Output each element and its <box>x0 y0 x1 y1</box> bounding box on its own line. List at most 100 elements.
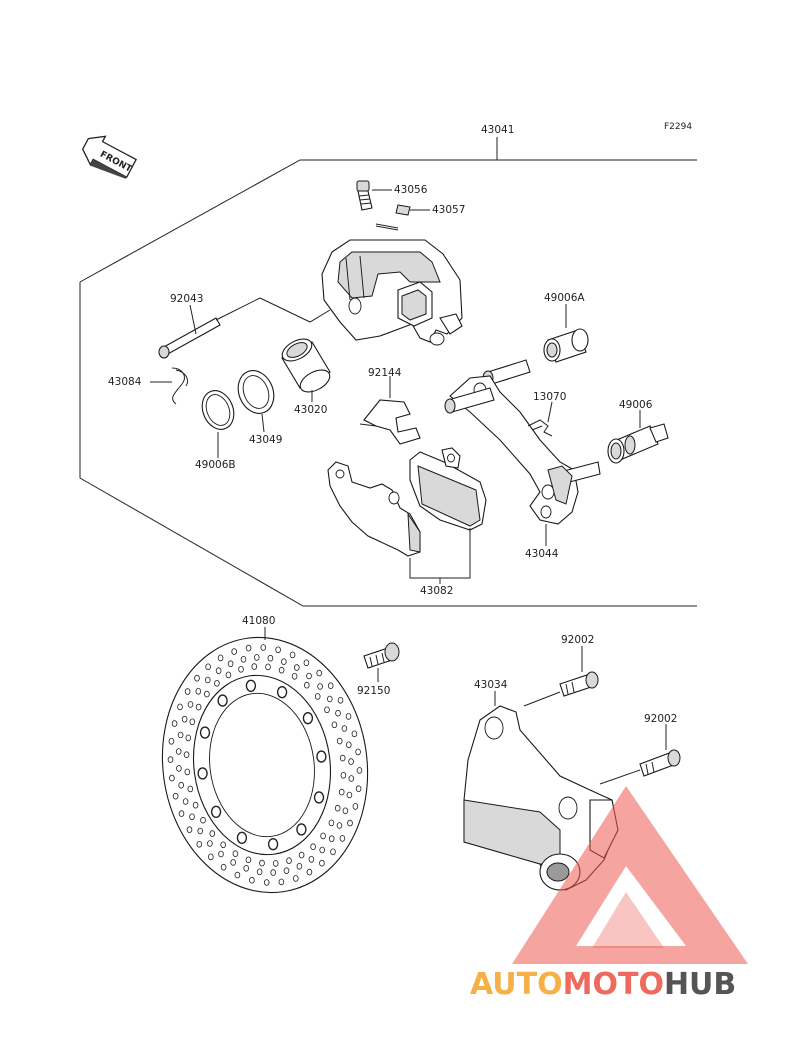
disc-vent-hole <box>205 676 211 684</box>
label-disc-bolt: 92150 <box>357 685 390 697</box>
disc-vent-hole <box>169 774 175 782</box>
dust-seal-part <box>201 390 235 430</box>
boot-a-part <box>543 328 589 363</box>
disc-vent-hole <box>289 651 296 659</box>
disc-vent-hole <box>275 646 281 654</box>
disc-vent-hole <box>280 658 287 665</box>
disc-vent-hole <box>240 655 247 663</box>
disc-vent-hole <box>342 807 349 815</box>
label-caliper-holder: 43044 <box>525 548 559 560</box>
logo-moto-text: MOTO <box>563 967 664 1002</box>
bracket-bolt-1-part <box>523 671 599 707</box>
svg-text:AUTOMOTOHUB: AUTOMOTOHUB <box>470 967 736 1002</box>
disc-vent-hole <box>314 693 321 700</box>
label-seal: 43049 <box>249 434 282 446</box>
disc-vent-hole <box>278 666 285 674</box>
disc-vent-hole <box>184 768 191 776</box>
disc-vent-hole <box>303 681 310 689</box>
disc-vent-hole <box>352 803 359 810</box>
disc-vent-hole <box>168 737 175 745</box>
disc-vent-hole <box>319 846 326 854</box>
disc-vent-hole <box>225 671 232 679</box>
disc-vent-hole <box>176 765 182 772</box>
label-pad-pin: 92043 <box>170 293 203 305</box>
disc-carrier-hole <box>245 679 257 692</box>
disc-vent-hole <box>355 748 361 756</box>
disc-vent-hole <box>278 878 285 886</box>
disc-vent-hole <box>230 859 237 866</box>
disc-vent-hole <box>196 840 203 848</box>
disc-vent-hole <box>272 860 279 867</box>
logo-hub-text: HUB <box>664 967 736 1002</box>
label-bracket-bolt-1: 92002 <box>561 634 594 646</box>
label-pad-set: 43082 <box>420 585 453 597</box>
pad-outer-part <box>327 461 421 557</box>
disc-vent-hole <box>320 832 326 840</box>
disc-vent-hole <box>185 734 192 742</box>
disc-vent-hole <box>263 879 270 886</box>
disc-carrier-hole <box>267 838 279 851</box>
automotohub-logo: AUTOMOTOHUB <box>470 786 748 1002</box>
label-bleed-valve: 43056 <box>394 184 428 196</box>
disc-vent-hole <box>283 867 290 874</box>
disc-vent-hole <box>195 687 202 695</box>
disc-vent-hole <box>220 841 227 849</box>
disc-vent-hole <box>308 855 315 863</box>
label-bleed-cap: 43057 <box>432 204 465 216</box>
disc-vent-hole <box>328 835 335 842</box>
disc-vent-hole <box>220 863 227 871</box>
disc-carrier-hole <box>316 750 327 763</box>
disc-vent-hole <box>251 663 258 670</box>
disc-carrier-hole <box>276 686 288 699</box>
disc-vent-hole <box>205 663 211 671</box>
disc-vent-hole <box>256 868 263 876</box>
disc-vent-hole <box>348 758 354 765</box>
piston-part <box>281 338 331 393</box>
disc-vent-hole <box>337 696 344 704</box>
disc-vent-hole <box>296 862 303 870</box>
disc-vent-hole <box>231 648 238 655</box>
disc-vent-hole <box>204 690 210 698</box>
disc-vent-hole <box>303 659 310 667</box>
disc-carrier-hole <box>236 831 248 844</box>
disc-vent-hole <box>336 822 343 829</box>
disc-vent-hole <box>324 706 330 714</box>
disc-vent-hole <box>316 669 323 677</box>
pad-spring-part <box>359 399 421 445</box>
disc-vent-hole <box>326 695 333 703</box>
disc-vent-hole <box>178 810 185 817</box>
brake-disc-part <box>161 636 369 894</box>
label-piston: 43020 <box>294 404 327 416</box>
label-disc: 41080 <box>242 615 275 627</box>
disc-vent-hole <box>298 851 305 859</box>
disc-vent-hole <box>215 667 222 674</box>
disc-vent-hole <box>253 654 260 661</box>
disc-vent-hole <box>335 709 341 717</box>
disc-vent-hole <box>259 859 265 867</box>
disc-vent-hole <box>328 819 335 827</box>
disc-vent-hole <box>245 644 252 652</box>
disc-vent-hole <box>217 654 224 662</box>
disc-vent-hole <box>265 663 271 671</box>
label-pad-spring: 92144 <box>368 367 402 379</box>
clip-part <box>171 367 189 405</box>
logo-auto-text: AUTO <box>470 967 563 1002</box>
disc-vent-hole <box>348 775 355 782</box>
disc-vent-hole <box>355 785 362 792</box>
disc-vent-hole <box>340 771 347 779</box>
disc-vent-hole <box>182 798 189 805</box>
disc-carrier-hole <box>296 823 307 836</box>
disc-vent-hole <box>330 848 336 856</box>
front-arrow-icon: FRONT <box>81 135 137 179</box>
caliper-holder-part <box>444 359 601 525</box>
boot-part <box>607 423 669 464</box>
seal-part <box>237 370 275 414</box>
disc-vent-hole <box>292 875 299 882</box>
disc-vent-hole <box>192 801 199 809</box>
disc-vent-hole <box>243 864 250 872</box>
disc-vent-hole <box>310 843 316 850</box>
disc-vent-hole <box>177 731 184 739</box>
disc-vent-hole <box>218 850 224 858</box>
